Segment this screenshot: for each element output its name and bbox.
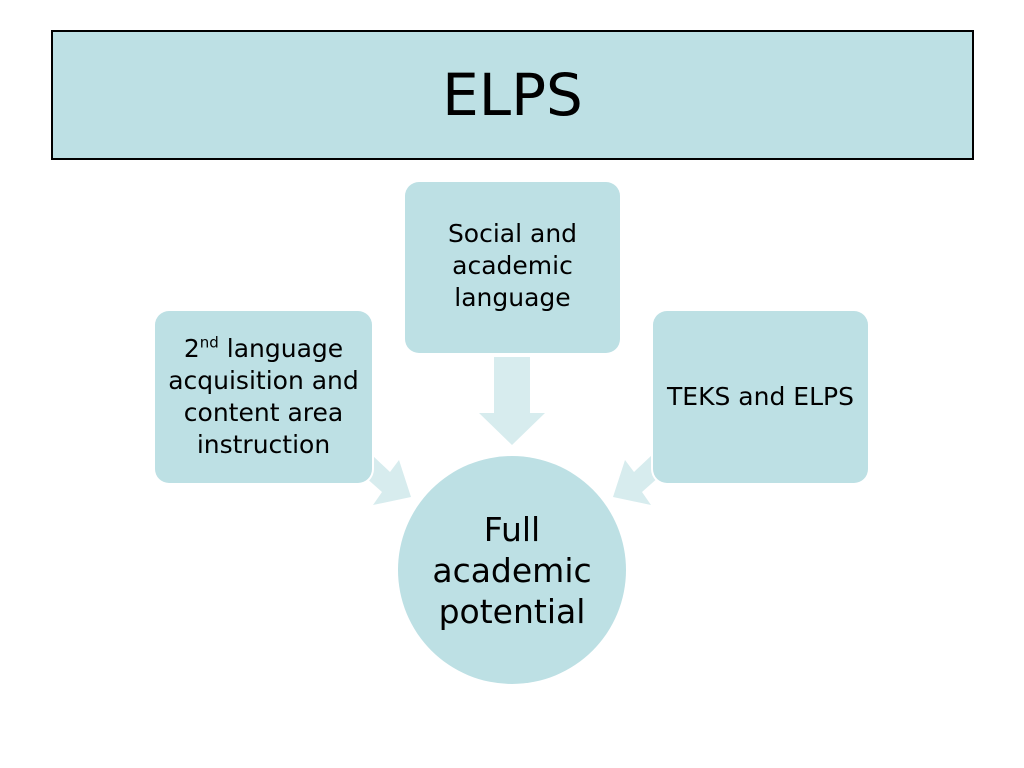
title-bar: ELPS	[51, 30, 974, 160]
node-label: Social and academic language	[447, 219, 578, 312]
arrow-top-down	[479, 357, 545, 445]
node-full-academic-potential: Full academic potential	[398, 456, 626, 684]
node-second-language-acquisition: 2nd language acquisition and content are…	[155, 311, 372, 483]
node-teks-and-elps: TEKS and ELPS	[653, 311, 868, 483]
slide-title: ELPS	[442, 61, 583, 129]
node-label: 2nd language acquisition and content are…	[164, 333, 364, 461]
node-social-academic-language: Social and academic language	[405, 182, 620, 353]
ordinal-suffix: nd	[199, 333, 219, 352]
arrow-left-to-center	[364, 455, 411, 505]
node-label: TEKS and ELPS	[667, 382, 854, 411]
center-label: Full academic potential	[432, 509, 592, 631]
node-label-rest: language acquisition and content area in…	[168, 334, 359, 459]
arrow-right-to-center	[613, 455, 660, 505]
ordinal-number: 2	[183, 334, 200, 363]
